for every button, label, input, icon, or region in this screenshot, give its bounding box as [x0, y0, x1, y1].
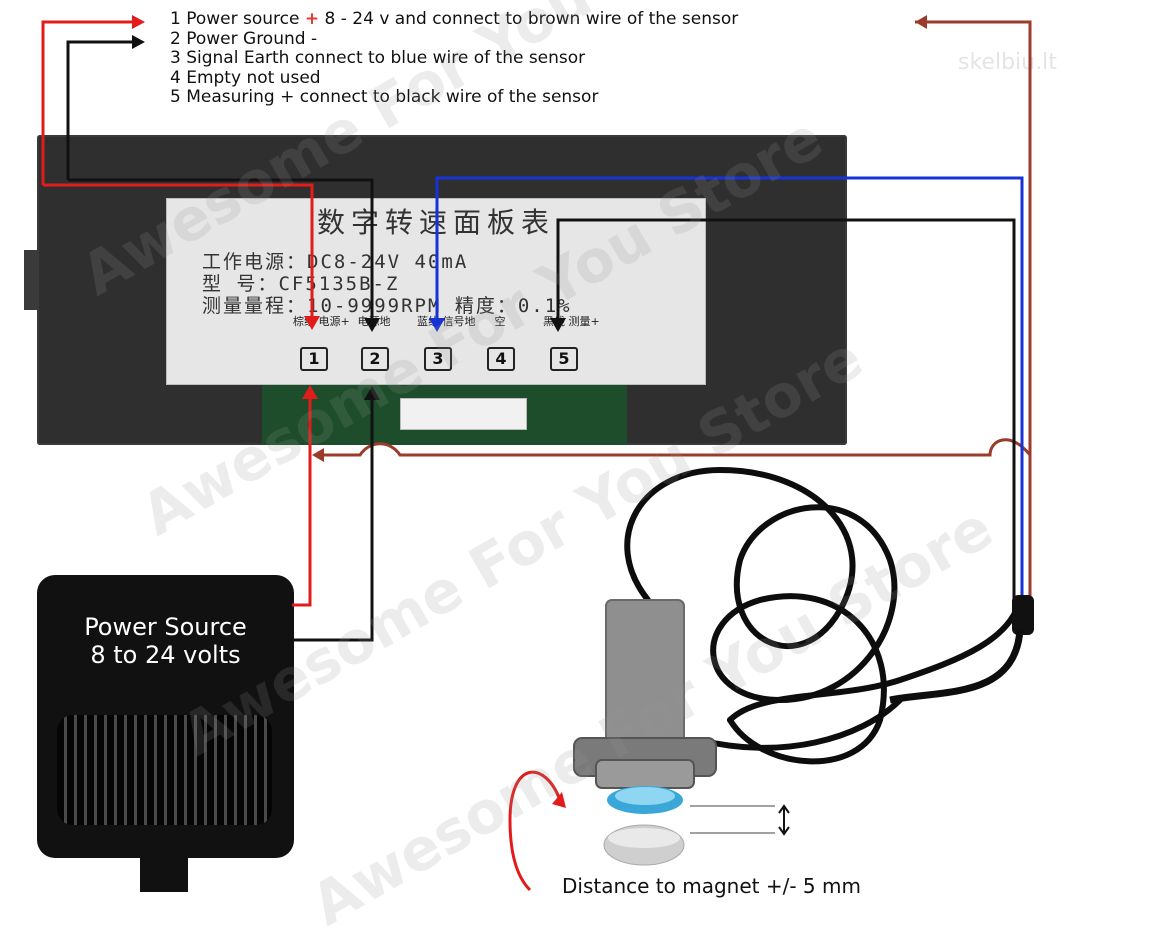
wiring-legend: 1 Power source + 8 - 24 v and connect to…	[170, 9, 739, 108]
panel-side-clip	[24, 250, 38, 310]
terminal-label-4: 空	[494, 315, 506, 328]
rotation-arrowhead	[552, 792, 566, 808]
plus-sign: +	[304, 9, 320, 29]
red-wire-top	[41, 20, 140, 185]
legend-line-2: 2 Power Ground -	[170, 28, 318, 49]
power-supply-adapter: Power Source 8 to 24 volts	[37, 575, 294, 858]
red-arrowhead-up	[302, 385, 318, 399]
distance-caption: Distance to magnet +/- 5 mm	[562, 874, 861, 898]
blue-wire	[435, 176, 1024, 600]
label-title: 数字转速面板表	[316, 206, 555, 239]
legend-line-4: 4 Empty not used	[170, 67, 321, 88]
black-wire-top	[66, 40, 140, 180]
red-wire-psu	[292, 395, 312, 607]
terminal-3: 3	[424, 347, 452, 371]
label-spec-power: 工作电源：DC8-24V 40mA	[202, 251, 469, 273]
power-source-text: Power Source 8 to 24 volts	[84, 613, 247, 669]
legend-line-3: 3 Signal Earth connect to blue wire of t…	[170, 48, 586, 68]
proximity-sensor	[573, 599, 717, 814]
terminal-1: 1	[300, 347, 328, 371]
terminal-connector-plug	[400, 398, 527, 430]
terminal-2: 2	[361, 347, 389, 371]
red-wire-panel	[43, 183, 314, 320]
brown-wire	[915, 20, 1032, 600]
legend-line-5: 5 Measuring + connect to black wire of t…	[170, 87, 599, 107]
label-spec-range: 测量量程：10-9999RPM 精度：0.1%	[202, 295, 572, 317]
black-wire-panel	[68, 178, 374, 322]
brown-arrowhead	[915, 15, 927, 29]
corner-watermark: skelbiu.lt	[958, 50, 1057, 75]
brown-loop-arrowhead	[312, 448, 324, 462]
brown-wire-loop	[320, 438, 1032, 457]
distance-arrow-icon	[778, 804, 790, 836]
black-arrowhead-up	[364, 386, 380, 400]
terminal-4: 4	[487, 347, 515, 371]
red-arrowhead-terminal	[304, 316, 320, 330]
black-arrowhead-terminal	[364, 318, 380, 332]
magnet-top	[608, 828, 680, 848]
red-arrowhead-top	[132, 15, 145, 29]
measuring-arrowhead	[550, 318, 566, 332]
rotation-arrow-icon	[508, 770, 562, 892]
black-wire-psu	[292, 396, 374, 642]
legend-line-1: 1 Power source + 8 - 24 v and connect to…	[170, 9, 739, 29]
black-arrowhead-top	[132, 35, 145, 49]
adapter-plug	[140, 858, 188, 892]
cable-lead	[889, 629, 1024, 704]
terminal-5: 5	[550, 347, 578, 371]
cable-sleeve	[1012, 595, 1034, 635]
adapter-vents	[57, 715, 272, 825]
wiring-diagram-svg	[41, 15, 1034, 892]
measuring-wire	[556, 218, 1016, 600]
label-spec-model: 型 号：CF5135B-Z	[202, 273, 400, 295]
blue-arrowhead	[429, 318, 445, 332]
sensor-cable	[624, 466, 1023, 765]
